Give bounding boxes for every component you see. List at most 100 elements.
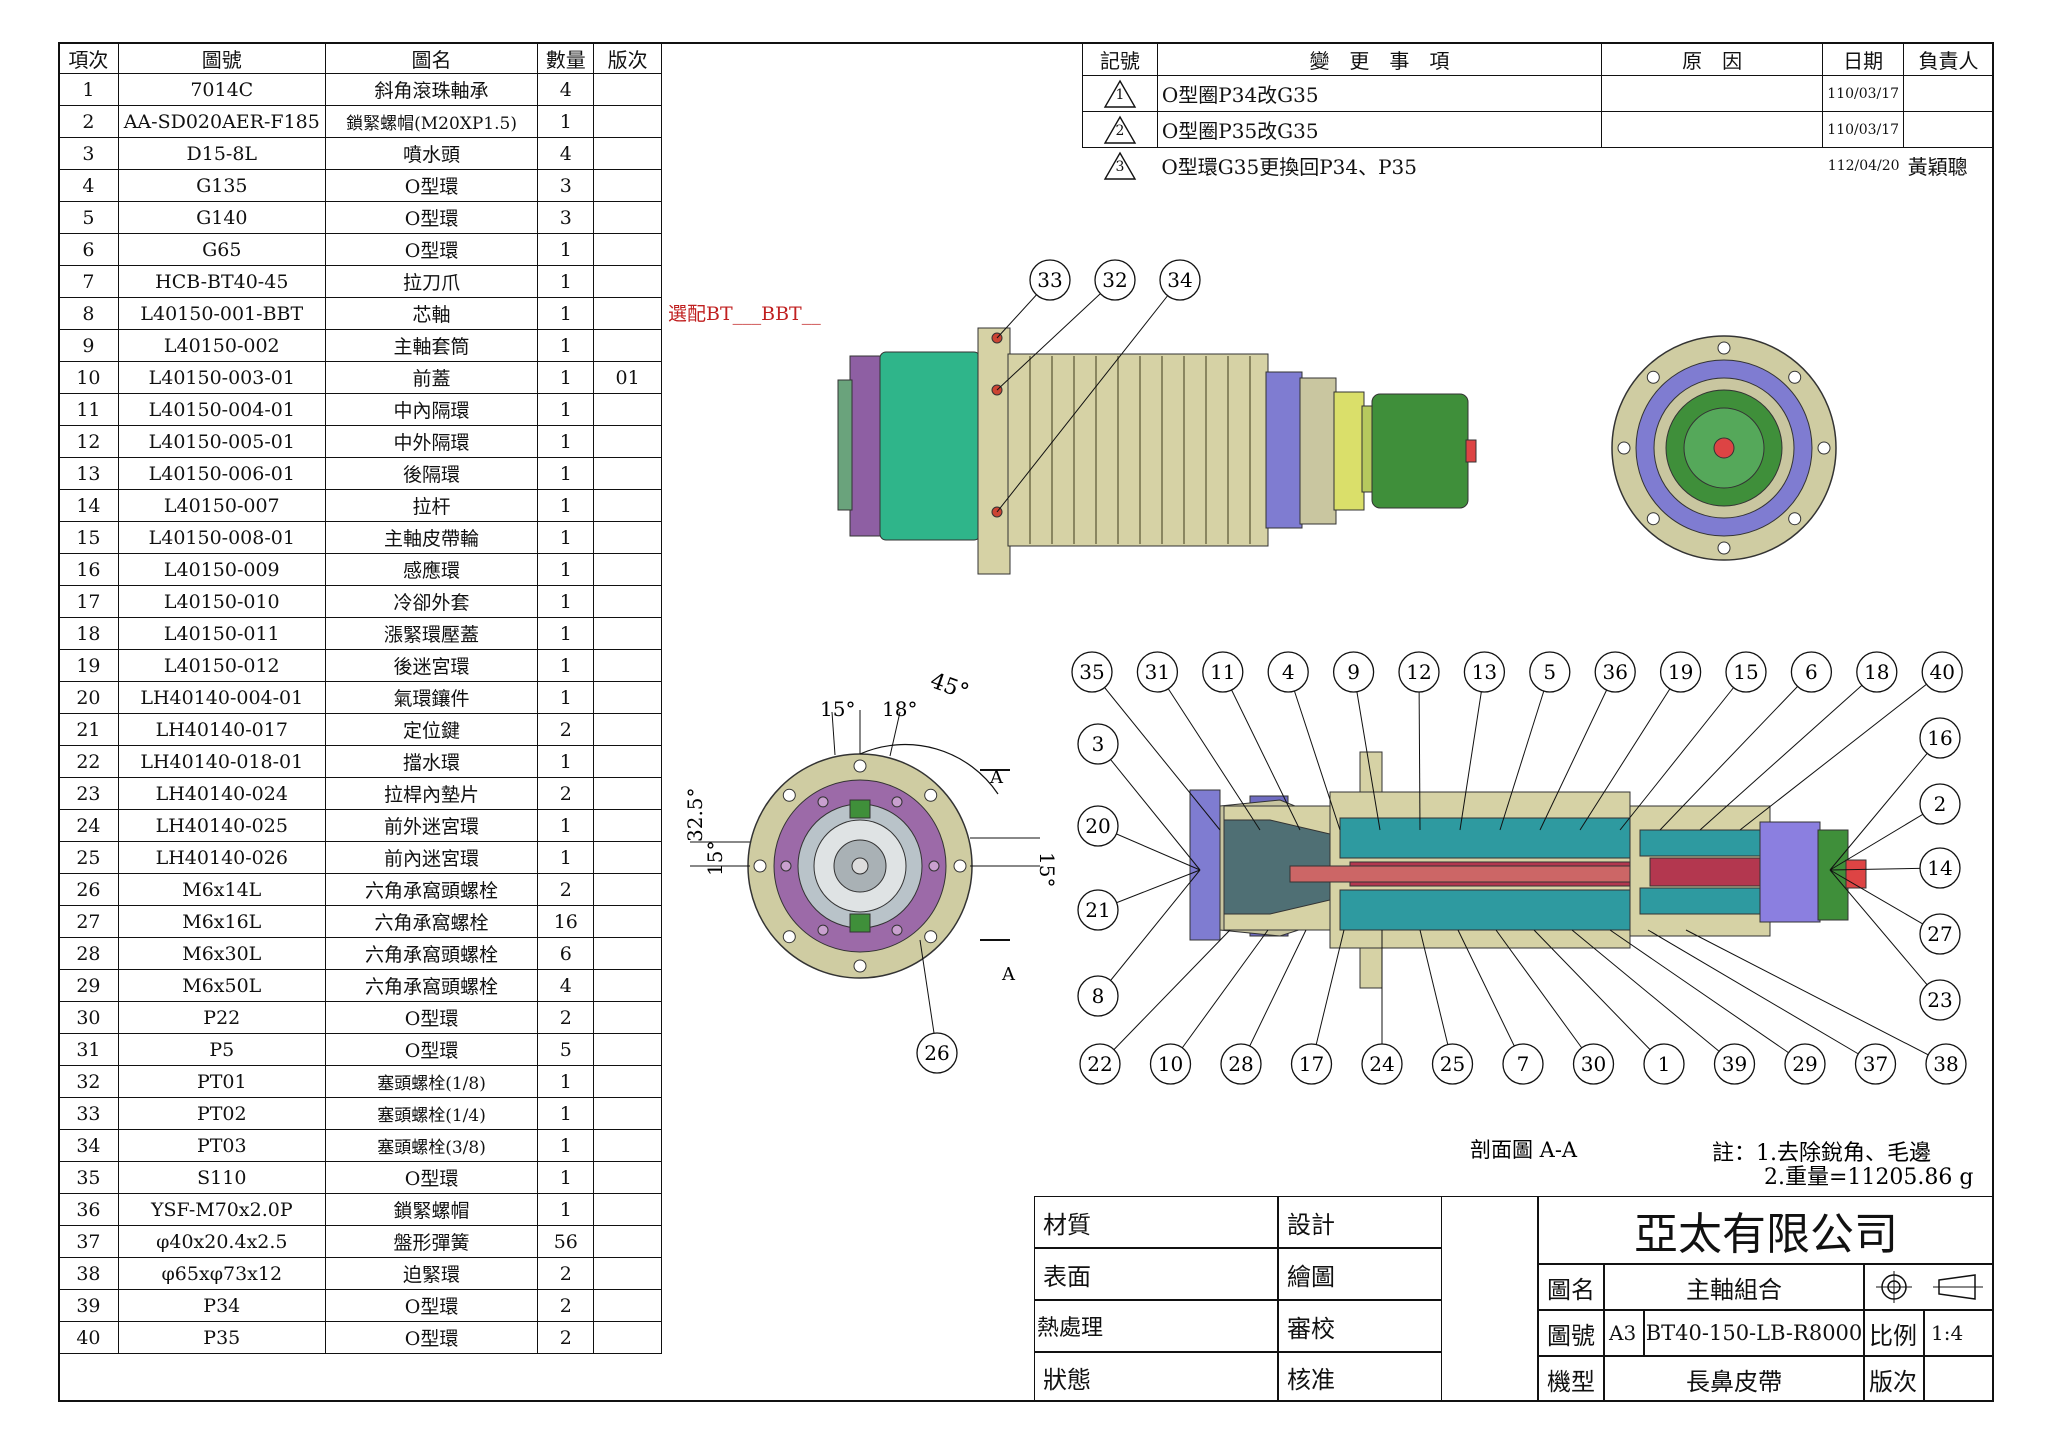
bom-version (593, 521, 662, 554)
bom-part-number: φ65xφ73x12 (117, 1257, 326, 1290)
bom-part-name: 鎖緊螺帽(M20XP1.5) (324, 105, 539, 138)
balloon-circle (1220, 1043, 1262, 1085)
bom-version (593, 745, 662, 778)
balloon-label: 12 (1406, 660, 1431, 684)
model-value: 長鼻皮帶 (1686, 1367, 1782, 1396)
balloon-circle (1919, 717, 1961, 759)
balloon-circle (1594, 651, 1636, 693)
bom-part-number: P34 (117, 1289, 326, 1322)
bom-part-name: 氣環鑲件 (324, 681, 539, 714)
bom-version (593, 1161, 662, 1194)
leader-line (1829, 737, 1941, 871)
revision-change: O型圈P34改G35 (1156, 75, 1603, 112)
bom-qty: 4 (537, 969, 595, 1002)
bom-part-name: 斜角滾珠軸承 (324, 73, 539, 106)
bom-version: 01 (593, 361, 662, 394)
company-name: 亞太有限公司 (1634, 1209, 1898, 1260)
bom-version (593, 777, 662, 810)
bolt-hole-icon (1646, 370, 1660, 384)
bolt-hole-icon (953, 859, 967, 873)
leader-line (1091, 671, 1221, 831)
number-value-cell: BT40-150-LB-R8000 (1644, 1310, 1864, 1356)
bolt-hole-icon (924, 930, 938, 944)
approve-label-cell: 核准 (1278, 1352, 1442, 1402)
balloon-label: 13 (1472, 660, 1497, 684)
revision-row: 2 O型圈P35改G35 110/03/17 (1082, 111, 1994, 148)
bom-item: 14 (58, 489, 119, 522)
bom-qty: 1 (537, 1161, 595, 1194)
bom-qty: 4 (537, 73, 595, 106)
bom-item: 40 (58, 1321, 119, 1354)
bom-part-number: LH40140-024 (117, 777, 326, 810)
bom-version (593, 393, 662, 426)
bom-item: 35 (58, 1161, 119, 1194)
bom-version (593, 1065, 662, 1098)
bom-item: 31 (58, 1033, 119, 1066)
bom-part-name: 前內迷宮環 (324, 841, 539, 874)
approve-label: 核准 (1287, 1365, 1335, 1394)
bolt-hole-icon (782, 930, 796, 944)
bom-part-number: AA-SD020AER-F185 (117, 105, 326, 138)
balloon-circle (1919, 979, 1961, 1021)
bom-qty: 1 (537, 457, 595, 490)
leader-line (1579, 671, 1682, 831)
revision-triangle-icon: 2 (1103, 115, 1137, 145)
bolt-hole-icon (1717, 541, 1731, 555)
balloon-label: 36 (1602, 660, 1627, 684)
bom-header-version: 版次 (593, 42, 662, 74)
balloon-label: 11 (1210, 660, 1235, 684)
balloon-circle (1572, 1043, 1615, 1085)
bom-version (593, 105, 662, 138)
balloon-circle (1502, 1043, 1544, 1085)
projection-cone-icon (1932, 1274, 1983, 1300)
balloon-label: 15 (1733, 660, 1758, 684)
bolt-hole-icon (817, 924, 829, 936)
balloon-label: 6 (1805, 660, 1818, 684)
bom-part-name: 六角承窩螺栓 (324, 905, 539, 938)
bom-version (593, 905, 662, 938)
bom-item: 37 (58, 1225, 119, 1258)
bom-part-name: 前蓋 (324, 361, 539, 394)
leader-line (1533, 929, 1665, 1065)
drawing-name-label: 圖名 (1547, 1275, 1595, 1304)
drawing-number-label: 圖號 (1547, 1321, 1595, 1350)
bom-part-name: 後迷宮環 (324, 649, 539, 682)
bolt-hole-icon (853, 959, 867, 973)
balloon-circle (1784, 1043, 1826, 1085)
balloon-circle (1094, 259, 1136, 301)
bom-item: 26 (58, 873, 119, 906)
bolt-hole-icon (1788, 512, 1802, 526)
revision-person (1903, 111, 1994, 148)
bom-version (593, 73, 662, 106)
balloon-label: 5 (1543, 660, 1556, 684)
leader-line (1097, 869, 1201, 997)
balloon-label: 27 (1927, 922, 1952, 946)
bom-header-qty: 數量 (537, 42, 595, 74)
balloon-label: 7 (1517, 1052, 1530, 1076)
balloon-circle (1079, 1043, 1121, 1085)
bom-part-number: LH40140-025 (117, 809, 326, 842)
balloon-circle (1921, 651, 1963, 693)
balloon-label: 24 (1369, 1052, 1394, 1076)
bom-part-number: L40150-004-01 (117, 393, 326, 426)
balloon-circle (1463, 651, 1506, 693)
leader-line (1097, 743, 1201, 871)
bom-part-name: 定位鍵 (324, 713, 539, 746)
bom-part-number: M6x50L (117, 969, 326, 1002)
balloon-circle (1202, 651, 1244, 693)
bom-part-number: G135 (117, 169, 326, 202)
bom-version (593, 713, 662, 746)
bolt-hole-icon (782, 788, 796, 802)
revision-date: 110/03/17 (1822, 111, 1905, 148)
bom-qty: 1 (537, 521, 595, 554)
bom-part-name: 盤形彈簧 (324, 1225, 539, 1258)
scale-label-cell: 比例 (1864, 1310, 1924, 1356)
revision-date: 110/03/17 (1822, 75, 1905, 112)
bom-qty: 1 (537, 425, 595, 458)
number-label-cell: 圖號 (1538, 1310, 1604, 1356)
balloon-label: 32 (1102, 268, 1127, 292)
